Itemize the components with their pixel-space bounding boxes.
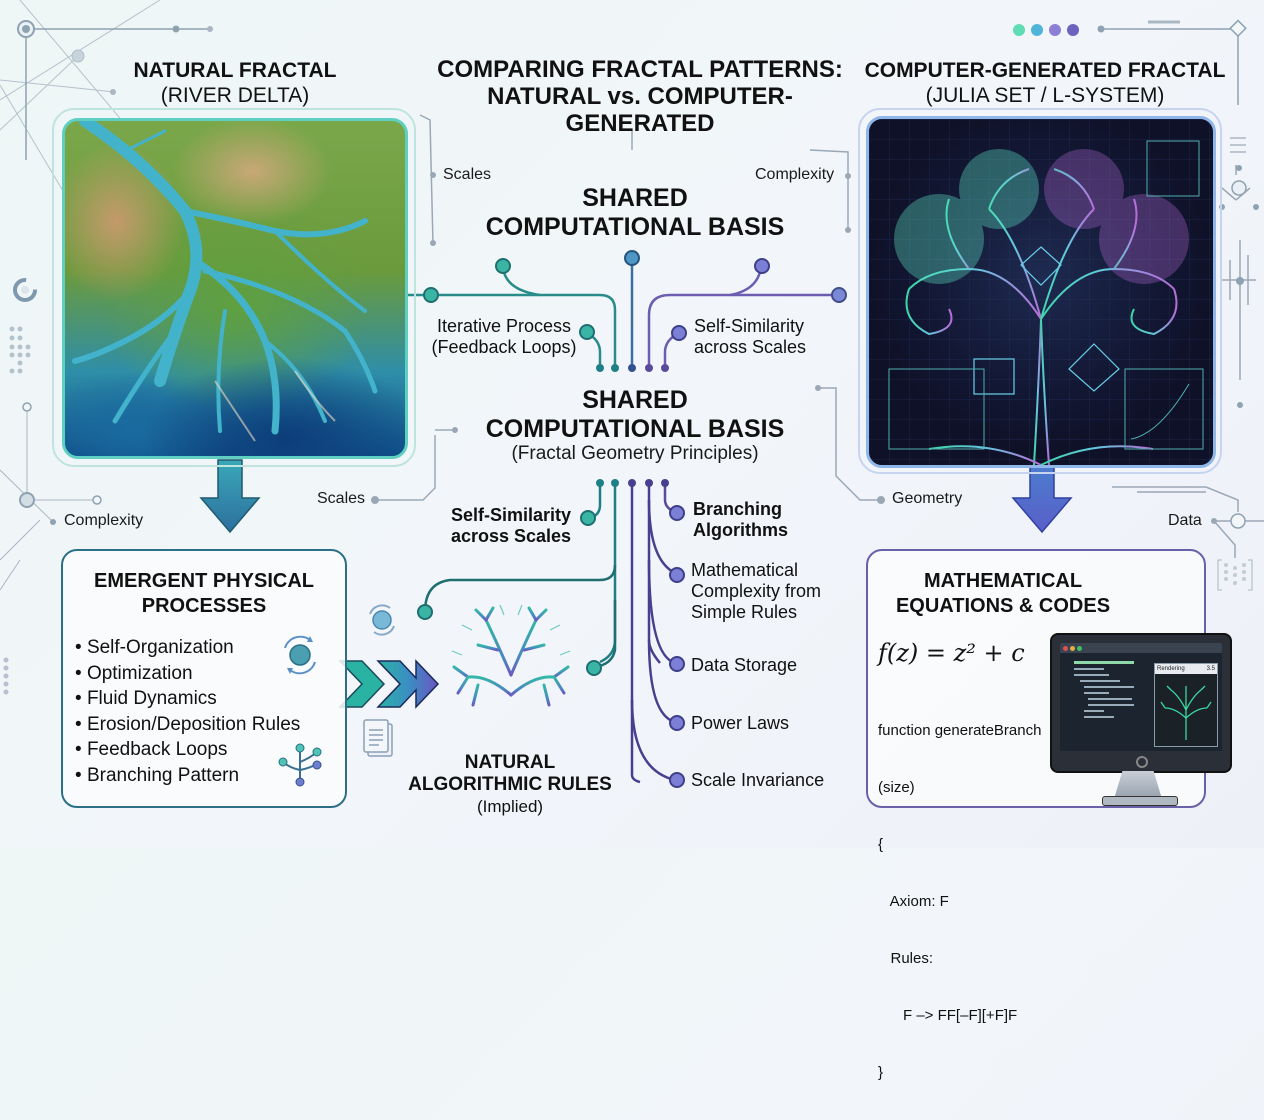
node-mathematical-complexity: Mathematical Complexity from Simple Rule…: [691, 560, 822, 622]
equation: f(z) = z² + c: [878, 639, 1025, 667]
node-power-laws: Power Laws: [691, 713, 790, 733]
list-item: Optimization: [75, 661, 345, 687]
monitor-stand: [1114, 771, 1162, 797]
natural-fractal-title: NATURAL FRACTAL: [133, 59, 337, 82]
cycle-network-icon: [284, 635, 316, 675]
natural-fractal-subtitle: (RIVER DELTA): [160, 84, 310, 107]
natural-tree-icon: [451, 605, 571, 737]
node-scale-invariance: Scale Invariance: [691, 770, 825, 790]
document-icon: [363, 719, 393, 757]
natural-fractal-heading: NATURAL FRACTAL (RIVER DELTA): [95, 58, 375, 108]
river-channels-icon: [72, 121, 378, 442]
render-preview: Rendering 3.5: [1154, 663, 1218, 747]
code-snippet: function generateBranch (size) { Axiom: …: [878, 722, 1042, 1081]
monitor-display: Rendering 3.5: [1060, 643, 1222, 751]
list-item: Feedback Loops: [75, 737, 345, 763]
code-lines-illustration: [1074, 657, 1142, 722]
shared-basis-main-line-1: SHARED: [582, 386, 688, 414]
decorative-dots: [1013, 23, 1085, 41]
minimize-dot-icon: [1070, 645, 1075, 651]
natural-rules-title: NATURAL ALGORITHMIC RULES (Implied): [408, 752, 612, 816]
river-delta-image: [62, 118, 408, 459]
math-box-title: MATHEMATICAL EQUATIONS & CODES: [895, 570, 1111, 617]
page-title: COMPARING FRACTAL PATTERNS: NATURAL vs. …: [420, 56, 860, 137]
shared-basis-top-line-1: SHARED: [582, 184, 688, 212]
node-branching-algorithms: Branching Algorithms: [693, 499, 789, 540]
list-item: Branching Pattern: [75, 763, 345, 789]
emergent-box-title: EMERGENT PHYSICAL PROCESSES: [93, 570, 315, 617]
close-dot-icon: [1063, 645, 1068, 651]
label-scales-top: Scales: [443, 166, 492, 183]
natural-fractal-frame: [52, 108, 416, 467]
dot-icon: [1031, 24, 1043, 36]
computer-fractal-title: COMPUTER-GENERATED FRACTAL: [864, 59, 1226, 82]
monitor-illustration: Rendering 3.5: [1050, 633, 1232, 811]
render-preview-title: Rendering: [1157, 666, 1185, 672]
computer-fractal-frame: [858, 108, 1222, 474]
label-geometry: Geometry: [892, 490, 963, 507]
shared-basis-subtitle: (Fractal Geometry Principles): [511, 443, 759, 464]
dot-icon: [1013, 24, 1025, 36]
maximize-dot-icon: [1077, 645, 1082, 651]
shared-basis-main-title: SHARED COMPUTATIONAL BASIS: [460, 386, 810, 444]
dot-icon: [1049, 24, 1061, 36]
label-complexity-top: Complexity: [755, 166, 835, 183]
monitor-base: [1102, 796, 1178, 806]
render-preview-value: 3.5: [1206, 666, 1215, 672]
emergent-process-list: Self-Organization Optimization Fluid Dyn…: [75, 635, 345, 788]
node-iterative-process: Iterative Process (Feedback Loops): [431, 316, 577, 357]
label-data: Data: [1168, 512, 1202, 529]
title-line-1: COMPARING FRACTAL PATTERNS:: [437, 56, 843, 83]
branch-nodes-icon: [278, 743, 322, 787]
shared-basis-main-line-2: COMPUTATIONAL BASIS: [485, 415, 785, 443]
monitor-power-icon: [1136, 756, 1148, 768]
refresh-orb-icon: [369, 604, 395, 636]
title-line-2: NATURAL vs. COMPUTER-GENERATED: [487, 83, 793, 137]
dot-icon: [1067, 24, 1079, 36]
monitor-screen: Rendering 3.5: [1050, 633, 1232, 773]
list-item: Self-Organization: [75, 635, 345, 661]
label-complexity-left: Complexity: [64, 512, 144, 529]
shared-basis-top-title: SHARED COMPUTATIONAL BASIS: [460, 184, 810, 242]
neon-tree-icon: [869, 119, 1213, 465]
computer-fractal-heading: COMPUTER-GENERATED FRACTAL (JULIA SET / …: [855, 58, 1235, 108]
node-self-similarity-main: Self-Similarity across Scales: [450, 505, 572, 546]
fractal-tree-image: [866, 116, 1216, 468]
node-self-similarity-top: Self-Similarity across Scales: [694, 316, 807, 357]
node-data-storage: Data Storage: [691, 655, 798, 675]
preview-tree-icon: [1160, 685, 1212, 740]
shared-basis-top-line-2: COMPUTATIONAL BASIS: [485, 213, 785, 241]
window-titlebar: [1060, 643, 1222, 653]
computer-fractal-subtitle: (JULIA SET / L-SYSTEM): [925, 84, 1165, 107]
label-scales-mid: Scales: [317, 490, 366, 507]
list-item: Fluid Dynamics: [75, 686, 345, 712]
list-item: Erosion/Deposition Rules: [75, 712, 345, 738]
